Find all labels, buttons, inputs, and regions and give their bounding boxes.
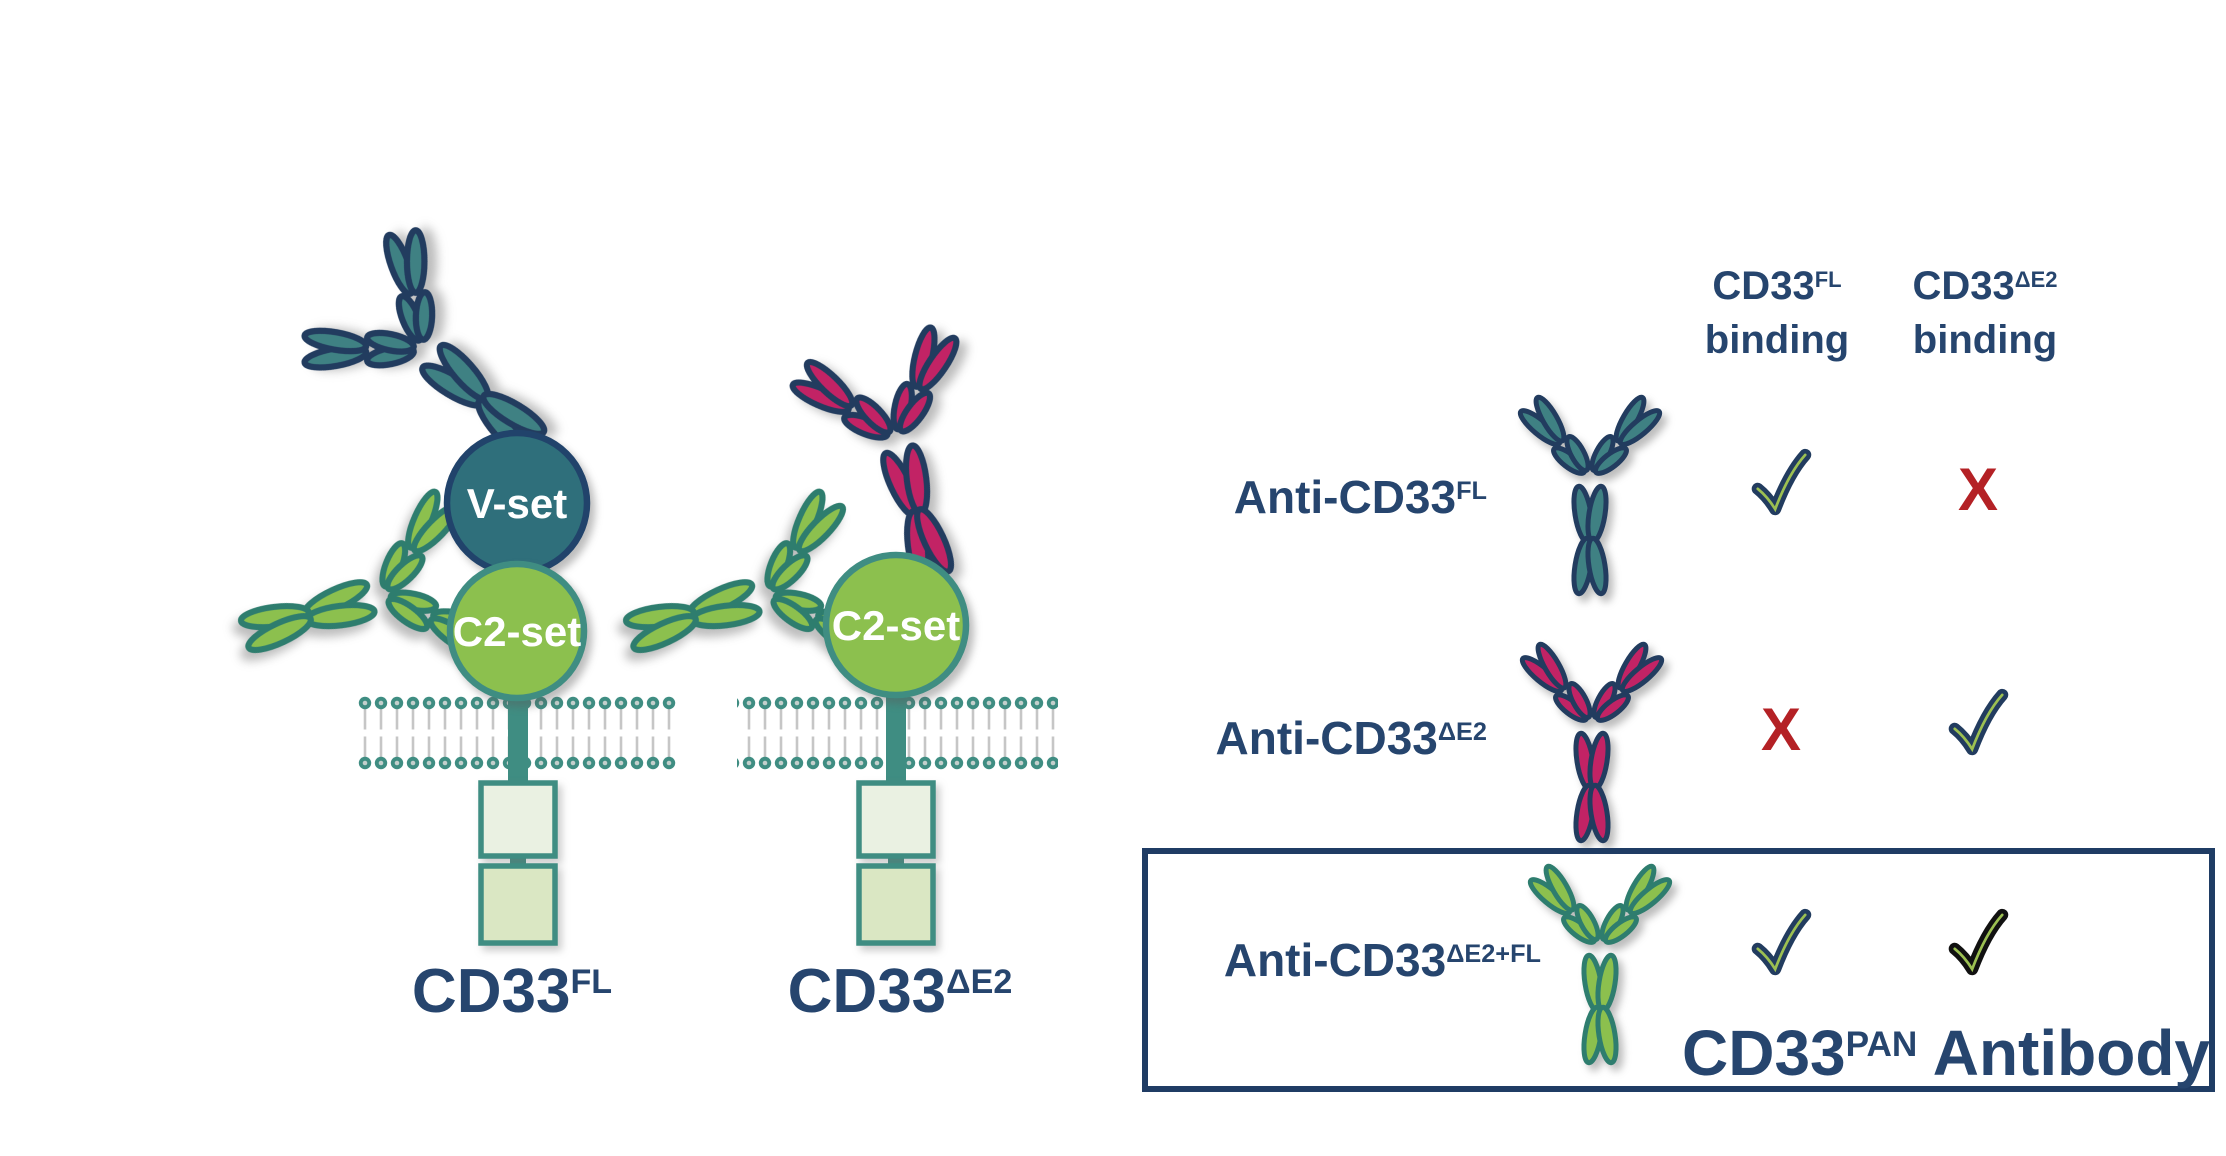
receptor-de2-name: CD33ΔE2	[700, 956, 1100, 1027]
receptor-fl-name: CD33FL	[312, 956, 712, 1027]
check-icon	[1751, 448, 1812, 516]
receptor-fl-name-sup: FL	[570, 963, 613, 1002]
mark-de2-binding-row1-x: X	[1936, 448, 2020, 532]
column-header-fl-line2: binding	[1704, 318, 1850, 362]
mark-de2-binding-row2-check	[1936, 681, 2020, 765]
receptor-fl-intracellular-domains	[478, 780, 558, 946]
column-header-de2-binding: CD33ΔE2 binding	[1855, 262, 2115, 364]
c2set-domain-label-fl: C2-set	[453, 608, 581, 655]
column-header-de2-line1: CD33ΔE2	[1912, 264, 2058, 308]
receptor-de2-name-sup: ΔE2	[946, 963, 1013, 1002]
mark-fl-binding-row2-x: X	[1739, 688, 1823, 772]
c2set-domain-circle-de2	[822, 551, 970, 699]
check-icon	[1948, 688, 2009, 756]
x-icon: X	[1957, 456, 1999, 523]
check-icon	[1948, 908, 2009, 976]
lipid-bilayer-membrane-de2	[737, 696, 1058, 770]
vset-domain-label: V-set	[467, 480, 567, 527]
column-header-fl-binding: CD33FL binding	[1657, 262, 1897, 364]
pan-antibody-highlight-box	[1142, 848, 2215, 1092]
row-label-anti-cd33-de2fl: Anti-CD33ΔE2+FL	[1223, 934, 1541, 986]
lipid-bilayer-membrane-fl	[357, 696, 678, 770]
pan-caption-base: CD33	[1682, 1017, 1846, 1089]
c2set-domain-circle-fl	[446, 560, 588, 702]
receptor-de2-intracellular-domains	[856, 780, 936, 946]
anti-cd33-fl-antibody-icon	[1515, 392, 1665, 595]
anti-cd33-de2-antibody-icon	[1517, 639, 1667, 842]
column-header-de2-line2: binding	[1912, 318, 2058, 362]
pan-antibody-caption: CD33PAN Antibody	[1682, 1016, 2210, 1090]
mark-de2-binding-row3-check-black	[1936, 901, 2020, 985]
column-header-fl-line1: CD33FL	[1712, 264, 1842, 308]
receptor-fl-name-base: CD33	[411, 957, 571, 1026]
check-icon	[1751, 908, 1812, 976]
row-label-anti-cd33-fl: Anti-CD33FL	[1233, 471, 1487, 523]
mark-fl-binding-row1-check	[1739, 441, 1823, 525]
x-icon: X	[1760, 696, 1802, 763]
c2set-domain-label-de2: C2-set	[832, 602, 960, 649]
row-label-anti-cd33-de2: Anti-CD33ΔE2	[1215, 712, 1487, 764]
mark-fl-binding-row3-check	[1739, 901, 1823, 985]
pan-caption-rest: Antibody	[1917, 1017, 2210, 1089]
receptor-de2-name-base: CD33	[787, 957, 947, 1026]
pan-caption-sup: PAN	[1845, 1024, 1918, 1064]
